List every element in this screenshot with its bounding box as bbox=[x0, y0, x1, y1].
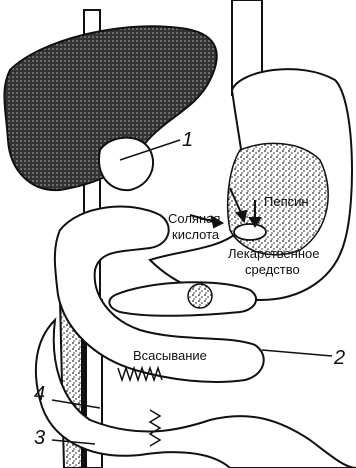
callout-4: 4 bbox=[34, 383, 45, 405]
drug-tablet bbox=[234, 224, 266, 240]
callout-1: 1 bbox=[182, 129, 193, 151]
label-drug-line2: средство bbox=[245, 262, 300, 277]
label-hydrochloric-acid-line1: Соляная bbox=[168, 211, 220, 226]
pancreatic-duct-section bbox=[188, 284, 212, 308]
callout-3: 3 bbox=[34, 427, 45, 449]
pancreas bbox=[109, 282, 256, 316]
gallbladder bbox=[99, 138, 153, 191]
label-drug-line1: Лекарственное bbox=[228, 246, 319, 261]
label-absorption: Всасывание bbox=[133, 348, 207, 363]
label-pepsin: Пепсин bbox=[264, 194, 309, 209]
callout-2: 2 bbox=[333, 347, 345, 369]
label-hydrochloric-acid-line2: кислота bbox=[172, 227, 220, 242]
